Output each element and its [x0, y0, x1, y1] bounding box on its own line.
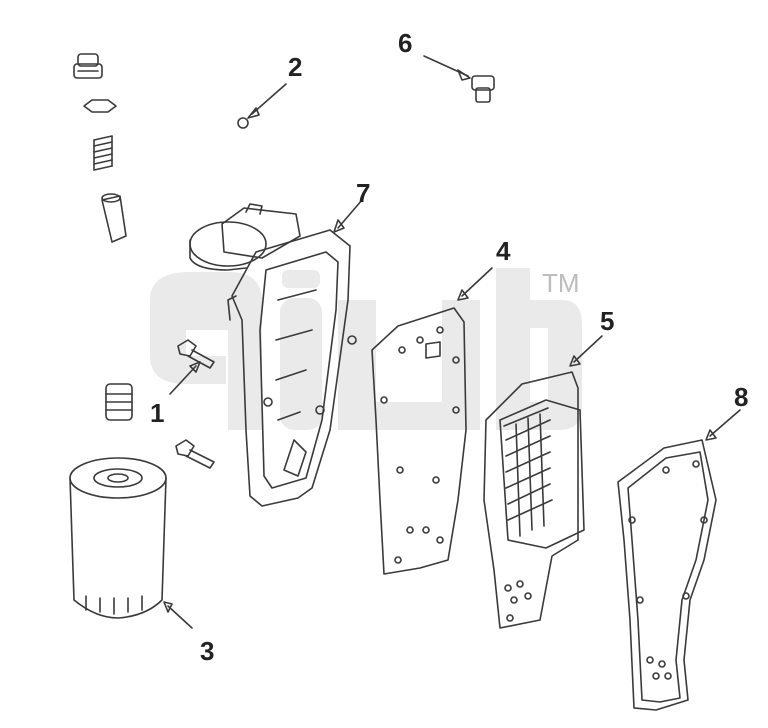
bolt-lower: [175, 439, 215, 469]
spring: [93, 135, 113, 171]
callout-2: 2: [288, 52, 302, 82]
callout-4: 4: [496, 236, 511, 266]
oil-filter: [69, 457, 167, 619]
cooler-gasket: [371, 307, 467, 575]
callout-8: 8: [734, 382, 748, 412]
plug-part: [471, 75, 495, 103]
leader-line-7: [337, 199, 363, 229]
plug-bolt: [73, 53, 103, 79]
valve-plunger: [101, 193, 127, 243]
watermark-logo: TM: [150, 268, 582, 430]
callout-3: 3: [200, 636, 214, 666]
filter-nipple: [105, 383, 133, 421]
leader-line-2: [251, 83, 287, 115]
callout-5: 5: [600, 306, 614, 336]
callout-6: 6: [398, 28, 412, 58]
cooler-housing: [189, 203, 357, 507]
element-gasket: [617, 439, 717, 711]
leader-line-4: [461, 267, 493, 297]
leader-line-8: [709, 409, 741, 437]
leader-line-5: [573, 335, 603, 363]
screw-part: [237, 117, 249, 129]
leader-line-1: [169, 365, 197, 395]
callout-7: 7: [356, 178, 370, 208]
callout-1: 1: [150, 398, 164, 428]
leader-line-3: [167, 605, 193, 629]
watermark-trademark: TM: [542, 268, 580, 298]
cooler-element: [483, 371, 585, 629]
washer: [83, 99, 117, 113]
